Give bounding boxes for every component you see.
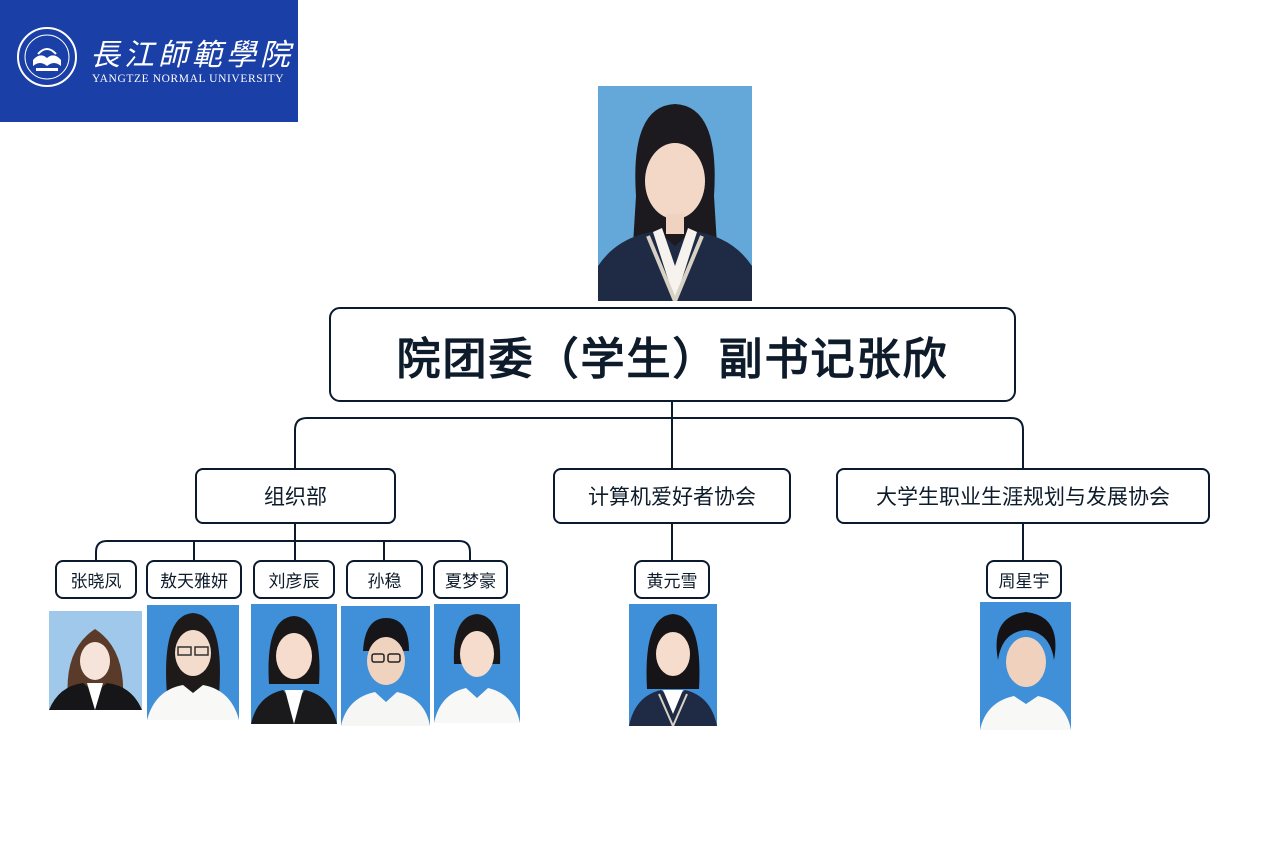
member-portrait-photo — [251, 604, 337, 724]
department-box-career-association: 大学生职业生涯规划与发展协会 — [836, 468, 1210, 524]
university-logo-banner: 長江師範學院 YANGTZE NORMAL UNIVERSITY — [0, 0, 298, 122]
member-name: 孙稳 — [367, 572, 402, 592]
member-portrait-photo — [980, 602, 1071, 730]
department-name: 计算机爱好者协会 — [588, 485, 756, 509]
member-box: 夏梦豪 — [433, 560, 508, 599]
connector-dept-bus — [294, 417, 1024, 468]
member-portrait-photo — [49, 611, 142, 710]
member-portrait-photo — [147, 605, 239, 720]
connector-dept1-member-bus — [95, 540, 471, 560]
member-name: 敖天雅妍 — [160, 572, 228, 592]
department-box-computer-club: 计算机爱好者协会 — [553, 468, 791, 524]
root-portrait-photo — [598, 86, 752, 301]
university-name-en: YANGTZE NORMAL UNIVERSITY — [92, 73, 285, 85]
member-box: 张晓凤 — [55, 560, 137, 599]
member-box: 敖天雅妍 — [146, 560, 242, 599]
member-name: 夏梦豪 — [445, 572, 496, 592]
university-name-cn: 長江師範學院 — [90, 38, 294, 73]
department-box-organization: 组织部 — [195, 468, 396, 524]
department-name: 组织部 — [264, 485, 327, 509]
member-box: 刘彦辰 — [253, 560, 335, 599]
member-box: 孙稳 — [346, 560, 423, 599]
department-name: 大学生职业生涯规划与发展协会 — [876, 485, 1170, 509]
university-emblem-icon — [17, 27, 77, 87]
member-box: 黄元雪 — [634, 560, 710, 599]
member-portrait-photo — [434, 604, 520, 723]
member-portrait-photo — [341, 606, 430, 726]
member-name: 周星宇 — [998, 572, 1050, 592]
member-box: 周星宇 — [986, 560, 1062, 599]
root-position-title: 院团委（学生）副书记张欣 — [396, 333, 949, 385]
member-name: 张晓凤 — [70, 572, 122, 592]
root-position-box: 院团委（学生）副书记张欣 — [329, 307, 1016, 402]
member-portrait-photo — [629, 604, 717, 726]
member-name: 黄元雪 — [646, 572, 698, 592]
member-name: 刘彦辰 — [268, 572, 320, 592]
